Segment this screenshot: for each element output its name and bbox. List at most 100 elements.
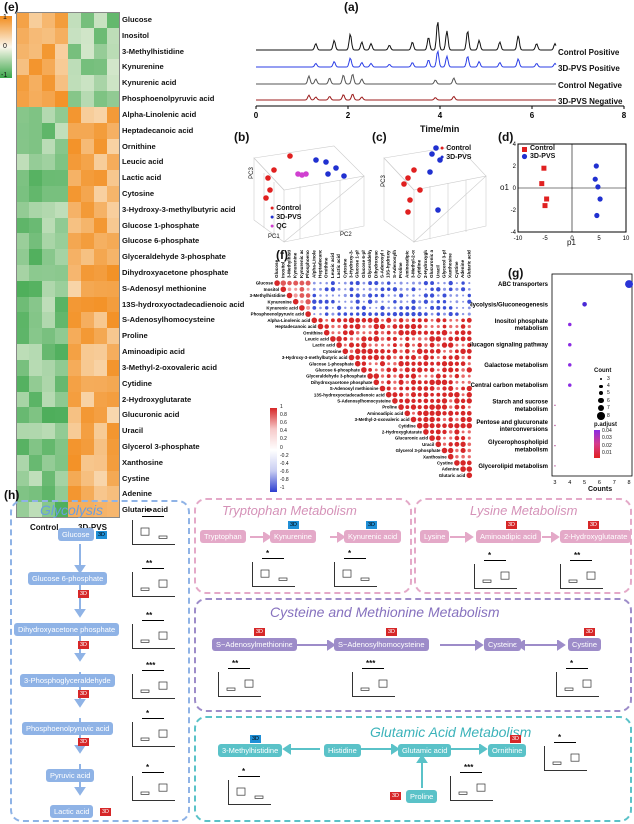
corr-dot xyxy=(418,306,422,310)
corr-dot xyxy=(305,299,311,305)
opls-point-control xyxy=(544,196,550,202)
corr-dot xyxy=(441,342,448,348)
corr-col-label: Inositol xyxy=(280,262,285,278)
heatmap-cell xyxy=(81,249,94,265)
corr-dot xyxy=(448,336,454,342)
tag-glucose: 3D xyxy=(96,531,108,539)
corr-dot xyxy=(342,348,349,355)
heatmap-cell xyxy=(55,91,68,107)
corr-dot xyxy=(319,306,322,310)
tag-cystine: 3D xyxy=(584,628,596,636)
corr-dot xyxy=(466,348,472,354)
heatmap-cell xyxy=(68,233,81,250)
pca-b-point-qc xyxy=(303,171,309,177)
corr-col-label: Kynurenine xyxy=(293,252,298,278)
corr-dot xyxy=(424,343,428,347)
corr-dot xyxy=(355,355,361,360)
corr-col-label: Cytidine xyxy=(417,259,422,278)
corr-row-label: Ornithine xyxy=(303,330,323,335)
size-legend-label: 8 xyxy=(607,412,610,419)
opls-x-tick: -5 xyxy=(542,236,548,242)
size-legend-label: 5 xyxy=(606,390,610,397)
corr-dot xyxy=(375,306,378,309)
corr-dot xyxy=(331,294,335,297)
corr-dot xyxy=(367,336,373,342)
tryptophan-title: Tryptophan Metabolism xyxy=(222,503,357,518)
heatmap-cell xyxy=(42,106,55,123)
corr-row-label: Kynurenine xyxy=(268,299,293,304)
enrichment-dot xyxy=(568,342,572,347)
corr-row-label: Glycerol 3-phosphate xyxy=(396,448,441,453)
corr-dot xyxy=(418,288,421,291)
tag-proline: 3D xyxy=(390,792,402,800)
corr-dot xyxy=(430,392,434,397)
heatmap-cell xyxy=(94,502,107,518)
heatmap-cell xyxy=(16,280,29,297)
color-legend-tick: 0.01 xyxy=(602,450,612,457)
heatmap-cell xyxy=(55,265,68,281)
corr-dot xyxy=(386,386,391,391)
heatmap-cell xyxy=(94,138,107,155)
pca-b-point-3dpvs xyxy=(313,157,319,163)
heatmap-row xyxy=(16,344,120,360)
corr-dot xyxy=(411,386,416,391)
corr-dot xyxy=(462,294,465,297)
heatmap-cell xyxy=(81,344,94,360)
corr-dot xyxy=(443,281,446,285)
corr-dot xyxy=(454,441,460,447)
heatmap-cell xyxy=(55,12,68,28)
heatmap-cell xyxy=(55,438,68,455)
corr-dot xyxy=(393,380,397,384)
corr-dot xyxy=(441,404,448,410)
corr-dot xyxy=(312,306,317,310)
corr-dot xyxy=(448,385,454,392)
heatmap-row-label: Dihydroxyacetone phosphate xyxy=(122,268,229,277)
corr-col-label: 2-Hydroxyglutarate xyxy=(423,250,428,278)
corr-dot xyxy=(418,355,422,360)
corr-dot xyxy=(362,300,365,303)
corr-dot xyxy=(368,368,372,372)
corr-scale-tick: 1 xyxy=(280,404,283,410)
corr-dot xyxy=(386,349,391,354)
heatmap-cell xyxy=(29,438,42,455)
heatmap-cell xyxy=(68,296,81,313)
tag-sam: 3D xyxy=(254,628,266,636)
corr-dot xyxy=(430,429,435,434)
heatmap-cell xyxy=(55,75,68,92)
heatmap-cell xyxy=(16,138,29,155)
heatmap-cell xyxy=(42,43,55,60)
corr-dot xyxy=(436,361,441,366)
heatmap-cell xyxy=(107,154,120,171)
corr-dot xyxy=(325,281,328,285)
corr-dot xyxy=(423,386,429,391)
heatmap-cell xyxy=(107,454,120,471)
corr-dot xyxy=(460,423,466,429)
corr-dot xyxy=(299,293,305,298)
corr-color-scale xyxy=(270,408,277,492)
corr-col-label: Glucuronic acid xyxy=(429,250,434,278)
corr-dot xyxy=(380,293,385,298)
opls-point-3dpvs xyxy=(595,184,601,190)
chromatogram-tick-label: 2 xyxy=(346,111,351,120)
corr-scale-tick: -0.8 xyxy=(280,476,289,483)
corr-dot xyxy=(312,293,317,298)
heatmap-cell xyxy=(68,185,81,202)
corr-dot xyxy=(461,393,465,397)
corr-dot xyxy=(404,367,410,373)
heatmap-cell xyxy=(81,280,94,297)
heatmap-cell xyxy=(16,122,29,139)
corr-dot xyxy=(374,349,379,354)
heatmap-cell xyxy=(42,12,55,28)
corr-dot xyxy=(331,331,335,335)
corr-dot xyxy=(399,287,403,291)
heatmap-cell xyxy=(81,359,94,376)
corr-dot xyxy=(398,373,404,379)
heatmap-row-label: Glycerol 3-phosphate xyxy=(122,441,200,451)
corr-dot xyxy=(429,416,435,423)
heatmap-cell xyxy=(81,312,94,329)
corr-dot xyxy=(442,337,447,341)
corr-dot xyxy=(466,367,472,373)
